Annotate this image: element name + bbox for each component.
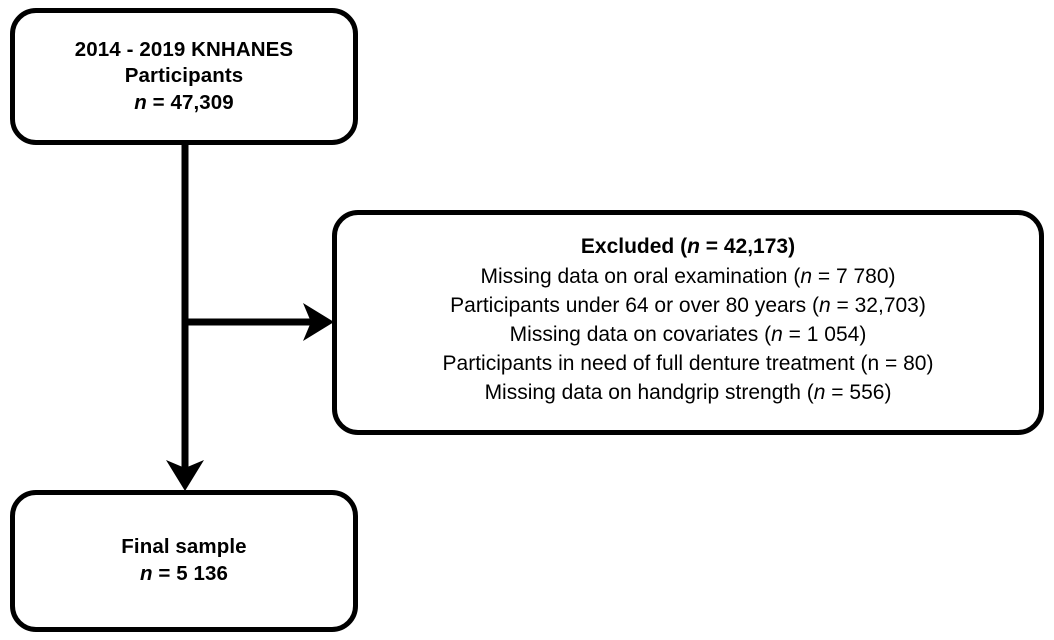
arrowhead-down-icon [166,460,204,491]
exclusion-reason-oral-exam-value: 7 780 [835,264,889,288]
final-count-value: 5 136 [176,562,229,585]
final-line-count: n = 5 136 [139,562,229,585]
exclusion-reason-oral-exam: Missing data on oral examination (n = 7 … [480,264,896,288]
exclusion-reason-oral-exam-label: Missing data on oral examination [480,264,788,288]
exclusion-reason-covariates: Missing data on covariates (n = 1 054) [509,322,867,346]
exclusion-reason-handgrip-label: Missing data on handgrip strength [484,380,801,404]
exclusion-reason-denture-label: Participants in need of full denture tre… [442,351,855,375]
exclusion-reason-denture-value: 80 [903,351,927,375]
final-sample-box: Final sample n = 5 136 [10,490,358,632]
exclusion-reason-covariates-value: 1 054 [806,322,860,346]
exclusion-reason-denture: Participants in need of full denture tre… [442,351,934,375]
exclusion-reason-handgrip-value: 556 [849,380,885,404]
source-population-box: 2014 - 2019 KNHANES Participants n = 47,… [10,8,358,145]
exclusion-reason-handgrip: Missing data on handgrip strength (n = 5… [484,380,892,404]
excluded-box: Excluded (n = 42,173) Missing data on or… [332,210,1044,435]
final-line-label: Final sample [121,535,247,559]
exclusion-reason-covariates-label: Missing data on covariates [509,322,759,346]
exclusion-reason-age-range-value: 32,703 [854,293,919,317]
source-line-study: 2014 - 2019 KNHANES [74,37,294,61]
source-count-value: 47,309 [170,90,234,114]
excluded-header: Excluded (n = 42,173) [580,235,796,258]
excluded-total-value: 42,173 [723,235,789,258]
source-line-count: n = 47,309 [134,90,234,114]
arrowhead-right-icon [303,303,334,341]
source-line-participants: Participants [124,64,244,88]
exclusion-reason-age-range: Participants under 64 or over 80 years (… [450,293,926,317]
exclusion-reason-age-range-label: Participants under 64 or over 80 years [450,293,807,317]
